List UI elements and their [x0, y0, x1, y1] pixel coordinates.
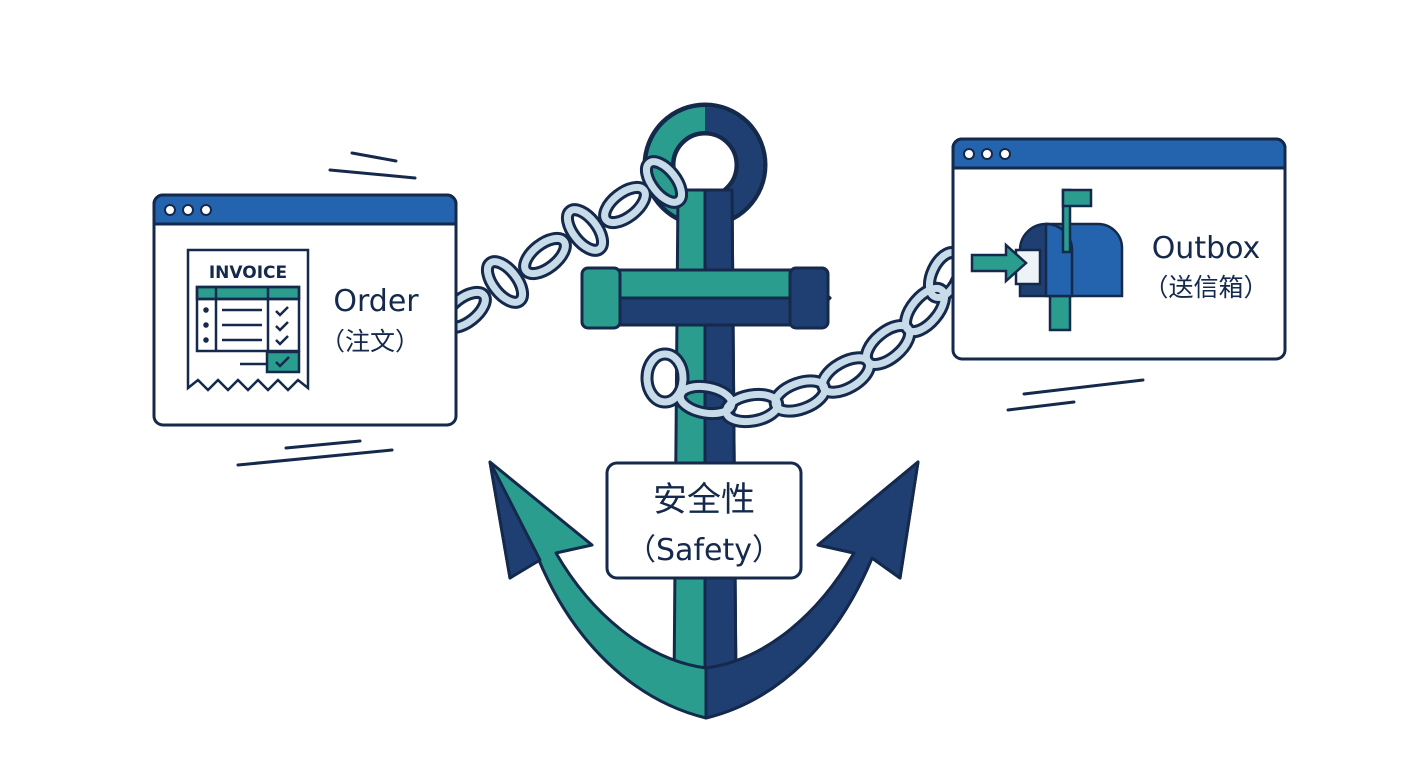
- chain-icon: [438, 155, 968, 429]
- invoice-label: INVOICE: [209, 263, 287, 283]
- outbox-window-titlebar: [951, 137, 1287, 170]
- invoice-icon: [186, 248, 310, 392]
- order-window: INVOICE Order （注文）: [152, 193, 458, 427]
- outbox-title: Outbox: [1152, 231, 1261, 266]
- window-dot-icon: [981, 148, 993, 160]
- outbox-window: Outbox （送信箱）: [951, 137, 1287, 361]
- window-dot-icon: [963, 148, 975, 160]
- mailbox-icon: [1014, 188, 1124, 332]
- window-dot-icon: [999, 148, 1011, 160]
- flag-icon: [1061, 188, 1093, 254]
- order-subtitle: （注文）: [320, 327, 420, 356]
- safety-tag: 安全性 （Safety）: [605, 461, 803, 580]
- order-title: Order: [333, 284, 419, 319]
- order-window-titlebar: [152, 193, 458, 226]
- safety-tag-subtitle: （Safety）: [626, 533, 782, 568]
- window-controls: [963, 148, 1011, 160]
- arrow-icon: [970, 242, 1028, 284]
- window-controls: [164, 204, 212, 216]
- window-dot-icon: [200, 204, 212, 216]
- motion-lines: [236, 151, 1145, 467]
- outbox-subtitle: （送信箱）: [1143, 273, 1268, 302]
- window-dot-icon: [164, 204, 176, 216]
- window-dot-icon: [182, 204, 194, 216]
- safety-tag-title: 安全性: [653, 480, 755, 520]
